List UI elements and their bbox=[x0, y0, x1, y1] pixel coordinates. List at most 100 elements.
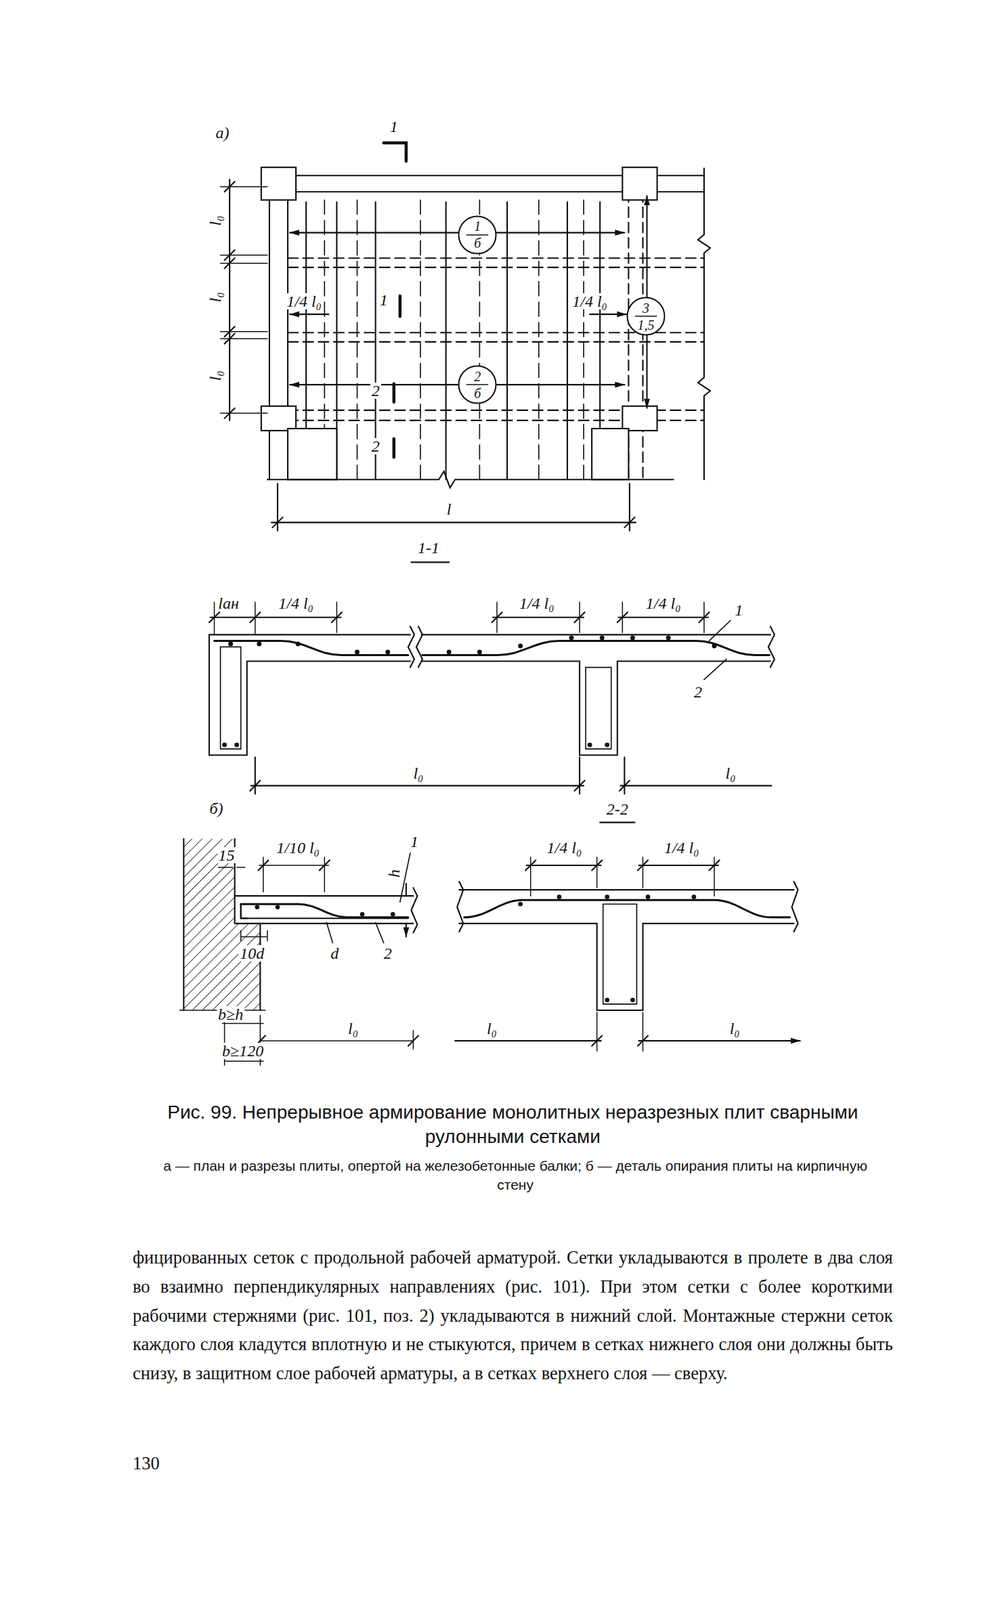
brick-wall bbox=[183, 895, 235, 924]
section-1-1 bbox=[385, 649, 390, 655]
section-1-1 bbox=[214, 640, 409, 655]
plan-girders bbox=[287, 257, 705, 421]
dimension: 1/4 l₀ bbox=[285, 293, 323, 310]
section-1-1 bbox=[569, 635, 575, 640]
section-title: 2-2 bbox=[605, 800, 630, 818]
section-2-2 bbox=[645, 894, 651, 900]
plan-breaks bbox=[267, 168, 711, 489]
plan-dimensions bbox=[272, 517, 635, 528]
plan-arrows bbox=[289, 383, 625, 386]
detail-slab bbox=[241, 903, 409, 918]
mesh-mark: б bbox=[473, 236, 481, 250]
section-marks bbox=[392, 383, 397, 403]
detail-slab bbox=[255, 1035, 419, 1047]
detail-slab bbox=[326, 853, 411, 944]
plan-girders bbox=[261, 167, 705, 480]
section-2-2 bbox=[604, 997, 610, 1003]
plan-dimensions bbox=[271, 483, 636, 531]
section-2-2 bbox=[599, 821, 635, 824]
section-2-2 bbox=[517, 894, 697, 1003]
section-2-2 bbox=[630, 997, 636, 1003]
plan-girders bbox=[267, 175, 705, 480]
section-2-2 bbox=[517, 901, 523, 907]
panel-letter: а) bbox=[214, 124, 231, 141]
detail-slab bbox=[275, 904, 281, 910]
dimension: lан bbox=[216, 595, 241, 612]
plan-breaks bbox=[267, 471, 674, 488]
section-2-2 bbox=[603, 903, 638, 1005]
plan-arrows bbox=[289, 313, 329, 315]
dimension: b≥h bbox=[216, 1006, 245, 1023]
section-1-1 bbox=[209, 634, 411, 755]
section-1-1 bbox=[222, 635, 717, 747]
section-1-1 bbox=[712, 643, 717, 648]
detail-slab bbox=[241, 903, 248, 919]
dimension: l₀ bbox=[207, 213, 224, 227]
section-2-2 bbox=[557, 894, 562, 900]
dimension: 1/4 l₀ bbox=[276, 595, 315, 612]
section-1-1 bbox=[295, 641, 301, 646]
section-2-2 bbox=[638, 1039, 800, 1042]
section-1-1 bbox=[251, 784, 772, 787]
section-2-2 bbox=[454, 822, 800, 1052]
callout-number: 1 bbox=[408, 833, 420, 850]
plan-arrows bbox=[589, 313, 627, 315]
detail-slab bbox=[410, 887, 418, 933]
dimension: 10d bbox=[238, 945, 266, 962]
plan-girders bbox=[261, 406, 296, 431]
circle-outline bbox=[627, 297, 665, 336]
section-mark: 2 bbox=[370, 382, 382, 399]
dimension: 1/4 l₀ bbox=[644, 595, 683, 612]
section-marks bbox=[398, 295, 403, 317]
section-1-1 bbox=[354, 649, 360, 655]
section-2-2 bbox=[454, 1039, 602, 1042]
section-2-2 bbox=[525, 859, 720, 871]
dimension: 1/4 l₀ bbox=[517, 595, 556, 612]
circle-outline bbox=[459, 366, 497, 404]
plan-girders bbox=[261, 167, 296, 200]
plan-breaks bbox=[698, 168, 711, 481]
plan-mesh bbox=[591, 428, 629, 480]
plan-arrows bbox=[289, 232, 625, 234]
section-1-1 bbox=[256, 641, 262, 646]
section-1-1 bbox=[228, 641, 233, 646]
detail-slab bbox=[218, 846, 419, 1066]
dimension: l₀ bbox=[411, 765, 425, 782]
section-2-2 bbox=[591, 1035, 648, 1047]
callout-circle: 1б bbox=[457, 215, 497, 255]
position-number: 3 bbox=[642, 301, 650, 315]
page-number: 130 bbox=[132, 1452, 235, 1475]
plan-mesh bbox=[287, 199, 629, 480]
callout-circle: 31,5 bbox=[626, 296, 666, 336]
section-mark: 2 bbox=[370, 438, 382, 455]
detail-slab bbox=[257, 859, 330, 871]
section-1-1 bbox=[249, 780, 630, 791]
plan-girders bbox=[622, 167, 657, 200]
plan-mesh bbox=[324, 199, 584, 480]
detail-slab bbox=[255, 904, 396, 917]
detail-slab bbox=[259, 1030, 413, 1049]
callout-circle: 2б bbox=[457, 364, 497, 405]
dimension: l bbox=[445, 501, 453, 518]
section-1-1 bbox=[477, 649, 483, 655]
plan-dimensions bbox=[220, 186, 268, 414]
section-1-1 bbox=[599, 635, 605, 640]
dimension: 1/4 l₀ bbox=[545, 839, 584, 856]
dimension: d bbox=[329, 945, 340, 962]
detail-slab bbox=[405, 883, 407, 937]
plan-dimensions bbox=[224, 181, 235, 419]
section-1-1 bbox=[255, 756, 625, 794]
brick-wall bbox=[183, 838, 260, 1011]
section-2-2 bbox=[691, 894, 697, 900]
figure-caption: Рис. 99. Непрерывное армирование монолит… bbox=[132, 1100, 894, 1150]
section-2-2 bbox=[464, 899, 791, 918]
section-1-1 bbox=[587, 742, 593, 748]
callout-number: 1 bbox=[733, 601, 745, 619]
detail-slab bbox=[360, 911, 365, 917]
section-marks bbox=[383, 142, 407, 162]
section-2-2 bbox=[604, 894, 610, 900]
section-2-2 bbox=[530, 857, 715, 896]
dimension: l₀ bbox=[728, 1020, 742, 1037]
detail-slab bbox=[255, 904, 260, 910]
